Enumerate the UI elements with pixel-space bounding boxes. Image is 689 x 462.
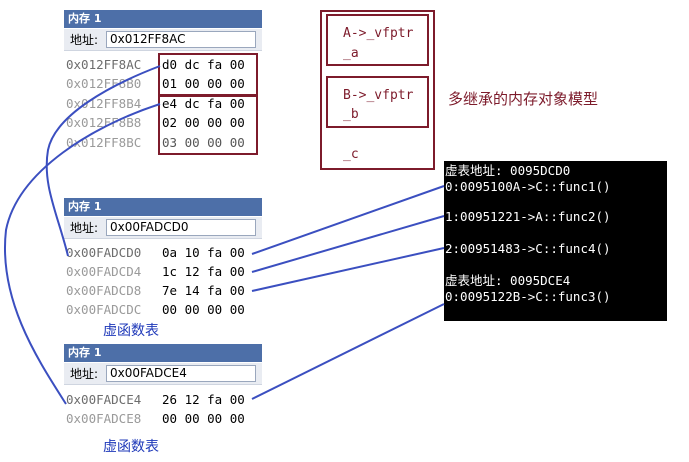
object-model-cell-a <box>326 14 429 66</box>
memory-row: 0x00FADCE4 26 12 fa 00 <box>66 391 262 409</box>
memory-bytes: 26 12 fa 00 <box>162 392 245 407</box>
memory-address: 0x00FADCDC <box>66 302 142 317</box>
vtable-caption-1: 虚函数表 <box>103 323 159 339</box>
memory-address: 0x012FF8B0 <box>66 76 142 91</box>
memory-address: 0x012FF8B4 <box>66 96 142 111</box>
memory-row: 0x00FADCDC 00 00 00 00 <box>66 301 262 319</box>
func1-arrow <box>251 185 445 255</box>
cell-c-member: _c <box>343 147 359 162</box>
vfptr-b-highlight <box>158 95 258 155</box>
memory-bytes: e4 dc fa 00 <box>162 96 245 111</box>
memory-bytes: 0a 10 fa 00 <box>162 245 245 260</box>
address-bar: 地址: 0x00FADCD0 <box>64 217 262 239</box>
vtable-caption-2: 虚函数表 <box>103 439 159 455</box>
memory-row: 0x012FF8B0 01 00 00 00 <box>66 75 262 93</box>
cell-b-vfptr: B->_vfptr <box>343 88 414 103</box>
cell-a-member: _a <box>343 46 359 61</box>
object-model-outer <box>320 10 435 170</box>
object-model-cell-b <box>326 76 429 128</box>
cell-a-vfptr: A->_vfptr <box>343 26 414 41</box>
memory-row: 0x00FADCE8 00 00 00 00 <box>66 410 262 428</box>
memory-address: 0x00FADCD4 <box>66 264 142 279</box>
address-label: 地址: <box>70 33 99 47</box>
memory-address: 0x012FF8AC <box>66 57 142 72</box>
memory-panel-1: 内存 1 地址: 0x012FF8AC 0x012FF8AC d0 dc fa 0… <box>64 10 262 160</box>
address-input[interactable]: 0x012FF8AC <box>106 31 256 48</box>
panel-title: 内存 1 <box>64 10 262 28</box>
address-input[interactable]: 0x00FADCD0 <box>106 219 256 236</box>
console-line: 虚表地址: 0095DCE4 <box>445 273 571 288</box>
memory-address: 0x00FADCE8 <box>66 411 142 426</box>
object-model-title: 多继承的内存对象模型 <box>448 90 599 108</box>
memory-row: 0x00FADCD4 1c 12 fa 00 <box>66 263 262 281</box>
vfptr-a-arrow <box>45 65 161 257</box>
memory-bytes: 00 00 00 00 <box>162 302 245 317</box>
address-bar: 地址: 0x012FF8AC <box>64 29 262 51</box>
vfptr-b-arrow <box>3 103 161 405</box>
console-output: 虚表地址: 0095DCD0 0:0095100A->C::func1() 1:… <box>444 161 667 321</box>
console-line: 1:00951221->A::func2() <box>445 209 611 224</box>
func2-arrow <box>251 215 445 273</box>
memory-bytes: 7e 14 fa 00 <box>162 283 245 298</box>
memory-row: 0x00FADCD8 7e 14 fa 00 <box>66 282 262 300</box>
console-line: 0:0095100A->C::func1() <box>445 179 611 194</box>
address-label: 地址: <box>70 221 99 235</box>
func3-arrow <box>251 303 445 400</box>
memory-panel-3: 内存 1 地址: 0x00FADCE4 0x00FADCE4 26 12 fa 0… <box>64 344 262 432</box>
cell-b-member: _b <box>343 107 359 122</box>
memory-row: 0x012FF8B4 e4 dc fa 00 <box>66 95 262 113</box>
memory-bytes: 1c 12 fa 00 <box>162 264 245 279</box>
memory-bytes: 00 00 00 00 <box>162 411 245 426</box>
memory-bytes: d0 dc fa 00 <box>162 57 245 72</box>
memory-address: 0x00FADCD8 <box>66 283 142 298</box>
panel-title: 内存 1 <box>64 344 262 362</box>
memory-row: 0x00FADCD0 0a 10 fa 00 <box>66 244 262 262</box>
memory-address: 0x00FADCD0 <box>66 245 142 260</box>
memory-panel-2: 内存 1 地址: 0x00FADCD0 0x00FADCD0 0a 10 fa 0… <box>64 198 262 320</box>
memory-bytes: 01 00 00 00 <box>162 76 245 91</box>
memory-row: 0x012FF8AC d0 dc fa 00 <box>66 56 262 74</box>
console-line: 0:0095122B->C::func3() <box>445 289 611 304</box>
func4-arrow <box>251 247 445 292</box>
panel-title: 内存 1 <box>64 198 262 216</box>
console-line: 2:00951483->C::func4() <box>445 241 611 256</box>
console-line: 虚表地址: 0095DCD0 <box>445 163 571 178</box>
address-input[interactable]: 0x00FADCE4 <box>106 365 256 382</box>
address-label: 地址: <box>70 367 99 381</box>
address-bar: 地址: 0x00FADCE4 <box>64 363 262 385</box>
memory-address: 0x00FADCE4 <box>66 392 142 407</box>
memory-bytes: 02 00 00 00 <box>162 115 245 130</box>
memory-bytes: 03 00 00 00 <box>162 135 245 150</box>
